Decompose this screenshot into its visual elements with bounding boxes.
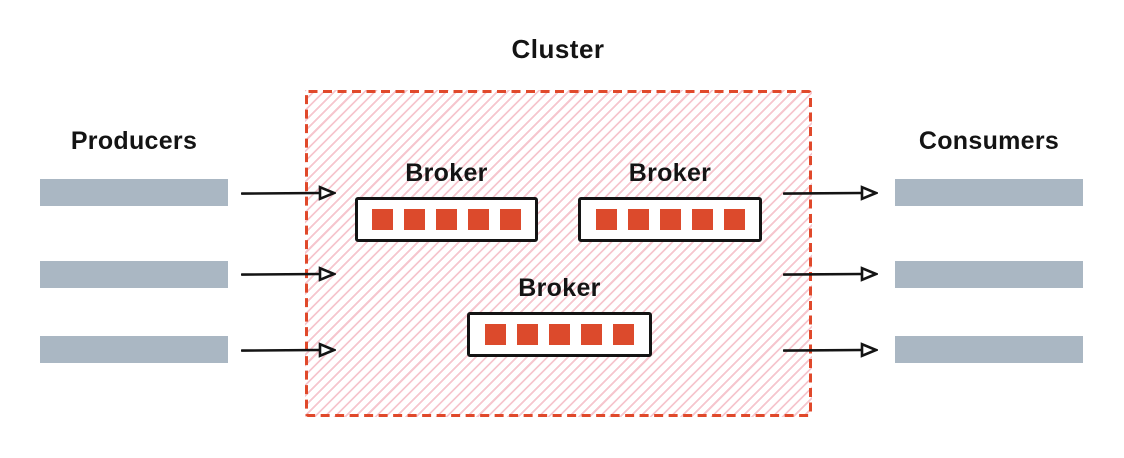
producer-arrow-3 xyxy=(241,341,336,359)
partition-square xyxy=(500,209,521,230)
right-arrow-icon xyxy=(783,266,878,282)
producer-arrow-2 xyxy=(241,265,336,283)
broker-label: Broker xyxy=(405,159,488,187)
producer-bar-1 xyxy=(40,179,228,206)
producers-label: Producers xyxy=(70,127,198,155)
right-arrow-icon xyxy=(241,266,336,282)
broker-group-3: Broker xyxy=(467,275,652,357)
cluster-boundary xyxy=(305,90,812,417)
partition-square xyxy=(691,209,713,230)
consumer-arrow-1 xyxy=(783,184,878,202)
broker-group-2: Broker xyxy=(578,160,762,242)
partition-square xyxy=(549,324,570,345)
right-arrow-icon xyxy=(783,342,878,358)
consumers-label: Consumers xyxy=(918,127,1060,155)
partition-square xyxy=(581,324,602,345)
partition-square xyxy=(404,209,425,230)
partition-square xyxy=(627,209,649,230)
broker-box xyxy=(467,312,652,357)
cluster-dashed-border xyxy=(305,90,812,417)
consumer-bar-3 xyxy=(895,336,1083,363)
partition-square xyxy=(613,324,634,345)
partition-square xyxy=(436,209,457,230)
consumer-arrow-3 xyxy=(783,341,878,359)
broker-group-1: Broker xyxy=(355,160,538,242)
consumer-bar-1 xyxy=(895,179,1083,206)
broker-label: Broker xyxy=(518,274,601,302)
consumer-arrow-2 xyxy=(783,265,878,283)
right-arrow-icon xyxy=(241,342,336,358)
right-arrow-icon xyxy=(241,185,336,201)
broker-box xyxy=(355,197,538,242)
producer-bar-2 xyxy=(40,261,228,288)
partition-square xyxy=(517,324,538,345)
broker-label: Broker xyxy=(628,159,712,187)
partition-square xyxy=(485,324,506,345)
right-arrow-icon xyxy=(783,185,878,201)
partition-square xyxy=(723,209,745,230)
broker-box xyxy=(578,197,762,242)
cluster-title: Cluster xyxy=(511,34,605,64)
partition-square xyxy=(468,209,489,230)
partition-square xyxy=(372,209,393,230)
producer-bar-3 xyxy=(40,336,228,363)
producer-arrow-1 xyxy=(241,184,336,202)
partition-square xyxy=(595,209,617,230)
consumer-bar-2 xyxy=(895,261,1083,288)
partition-square xyxy=(659,209,681,230)
